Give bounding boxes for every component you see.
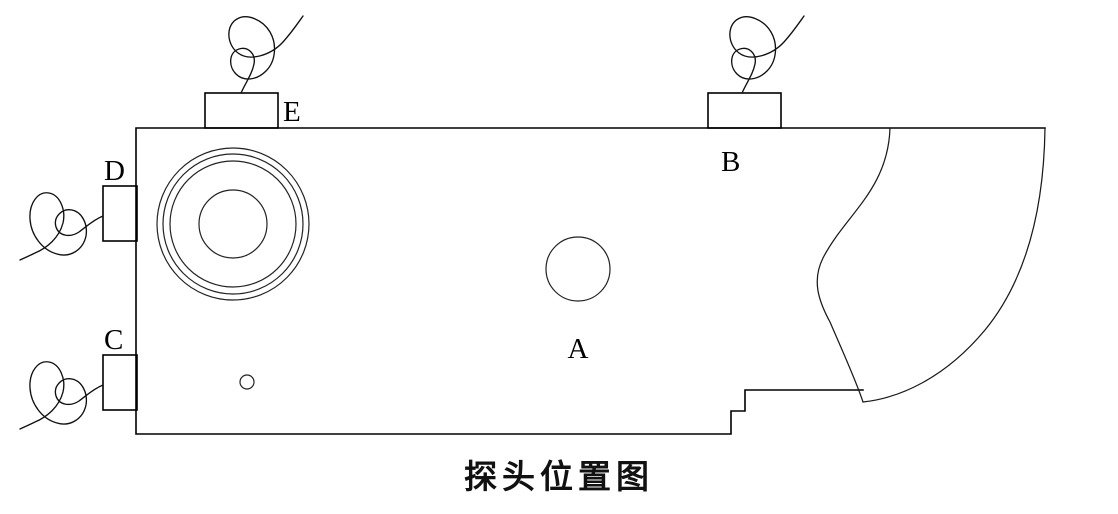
ring-outer-1 — [156, 147, 310, 301]
probe-c-group[interactable] — [19, 354, 138, 430]
probe-d-body[interactable] — [102, 185, 138, 242]
curved-flange-group — [816, 127, 1046, 403]
body-outline — [135, 127, 1046, 435]
label-c: C — [104, 324, 123, 356]
ring-outer-2 — [162, 153, 304, 295]
diagram-caption: 探头位置图 — [464, 457, 654, 496]
flange-inner-s-curve — [816, 127, 891, 403]
concentric-rings-group — [156, 147, 310, 301]
label-d: D — [104, 155, 125, 187]
label-e: E — [283, 96, 301, 128]
center-circle-a — [545, 236, 611, 302]
label-a: A — [568, 333, 589, 365]
probe-c-cable — [19, 361, 104, 430]
probe-e-group[interactable] — [204, 15, 304, 129]
probe-b-group[interactable] — [707, 15, 805, 129]
small-hole — [239, 374, 255, 390]
probe-d-group[interactable] — [19, 185, 138, 261]
probe-d-cable — [19, 192, 104, 261]
probe-b-body[interactable] — [707, 92, 782, 129]
probe-c-body[interactable] — [102, 354, 138, 411]
body-outline-group — [135, 127, 1046, 435]
label-b: B — [721, 146, 740, 178]
flange-outer-arc — [862, 127, 1046, 403]
ring-inner — [198, 189, 268, 259]
probe-e-cable — [228, 15, 304, 94]
ring-outer-3 — [169, 160, 297, 288]
probe-b-cable — [729, 15, 805, 94]
probe-e-body[interactable] — [204, 92, 279, 129]
